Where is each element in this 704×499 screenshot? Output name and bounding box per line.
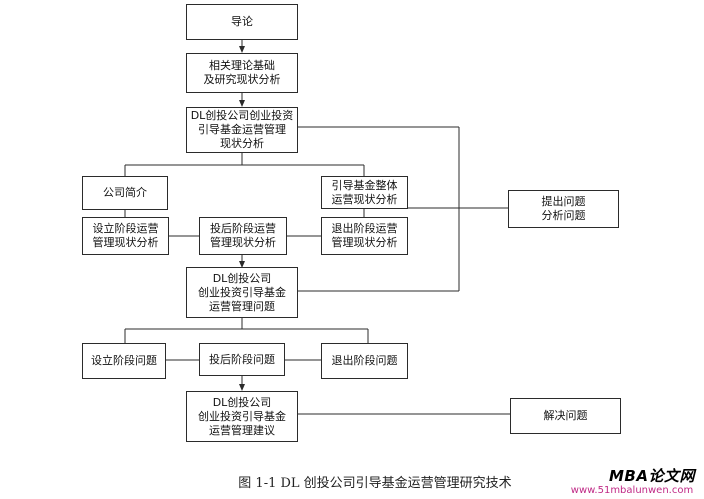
node-exit-problem: 退出阶段问题: [321, 343, 408, 379]
watermark-brand: MBA论文网: [609, 467, 695, 485]
node-setup-stage: 设立阶段运营 管理现状分析: [82, 217, 169, 255]
node-suggestions: DL创投公司 创业投资引导基金 运营管理建议: [186, 391, 298, 442]
node-company: 公司简介: [82, 176, 168, 210]
node-raise-problem: 提出问题 分析问题: [508, 190, 619, 228]
node-status: DL创投公司创业投资 引导基金运营管理 现状分析: [186, 107, 298, 153]
node-post-invest-problem: 投后阶段问题: [199, 343, 285, 376]
figure-caption: 图 1-1 DL 创投公司引导基金运营管理研究技术: [238, 476, 512, 491]
node-problems: DL创投公司 创业投资引导基金 运营管理问题: [186, 267, 298, 318]
node-setup-problem: 设立阶段问题: [82, 343, 166, 379]
node-overall: 引导基金整体 运营现状分析: [321, 176, 408, 209]
node-intro: 导论: [186, 4, 298, 40]
node-theory: 相关理论基础 及研究现状分析: [186, 53, 298, 93]
node-exit-stage: 退出阶段运营 管理现状分析: [321, 217, 408, 255]
watermark-url: www.51mbalunwen.com: [570, 485, 694, 496]
node-post-invest-stage: 投后阶段运营 管理现状分析: [199, 217, 287, 255]
node-solve-problem: 解决问题: [510, 398, 621, 434]
